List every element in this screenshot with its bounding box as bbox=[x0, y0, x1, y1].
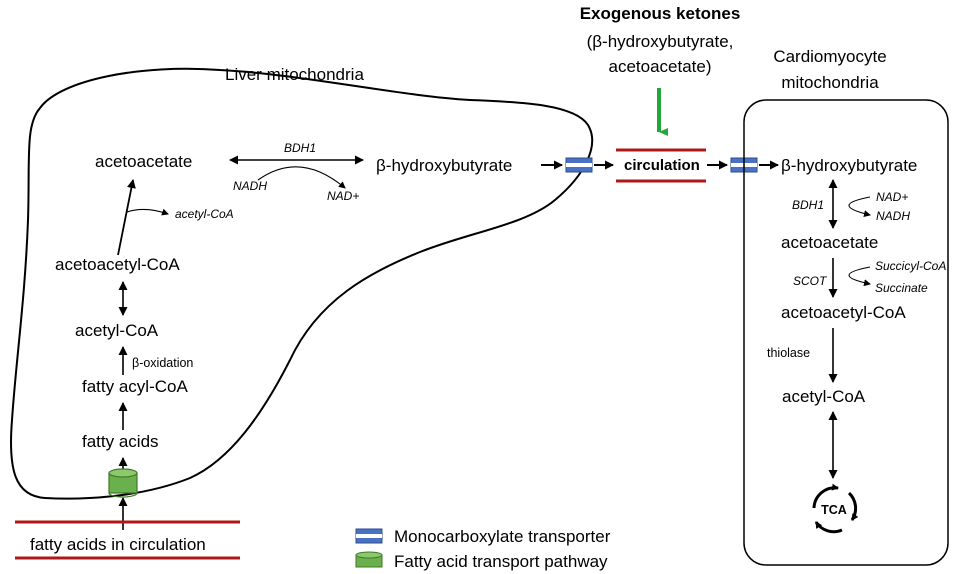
circulation-label: circulation bbox=[624, 157, 700, 174]
liver-fatty-acids: fatty acids bbox=[82, 432, 159, 451]
liver-nadh: NADH bbox=[233, 179, 267, 193]
legend-fatty-swatch bbox=[355, 551, 383, 568]
liver-beta-oxidation: β-oxidation bbox=[132, 356, 193, 370]
liver-nad-plus: NAD+ bbox=[327, 189, 359, 203]
cardio-acetyl-coa: acetyl-CoA bbox=[782, 387, 866, 406]
cardio-acetoacetate: acetoacetate bbox=[781, 233, 878, 252]
exogenous-title: Exogenous ketones bbox=[580, 4, 741, 23]
liver-acetoacetyl-coa: acetoacetyl-CoA bbox=[55, 255, 180, 274]
arrow-acetoacetyl-to-acetoacetate bbox=[117, 179, 136, 256]
liver-acetyl-coa: acetyl-CoA bbox=[75, 321, 159, 340]
exogenous-line1: (β-hydroxybutyrate, bbox=[587, 32, 734, 51]
liver-beta-hydroxybutyrate: β-hydroxybutyrate bbox=[376, 156, 512, 175]
cardio-nad-plus: NAD+ bbox=[876, 190, 908, 204]
cardio-succinate: Succinate bbox=[875, 281, 928, 295]
cardio-succicyl-coa: Succicyl-CoA bbox=[875, 259, 946, 273]
cardio-bdh1: BDH1 bbox=[792, 198, 824, 212]
arrow-release-acetyl-coa bbox=[126, 208, 169, 216]
arrow-nadh-to-nad bbox=[257, 166, 346, 189]
cardio-thiolase: thiolase bbox=[767, 346, 810, 360]
cardio-mitochondria-box bbox=[743, 99, 949, 566]
liver-mitochondria-outline bbox=[9, 67, 594, 500]
cardio-nadh: NADH bbox=[876, 209, 910, 223]
cardio-title-line1: Cardiomyocyte bbox=[773, 47, 886, 66]
arrow-cardio-succicyl-to-succinate bbox=[848, 266, 871, 287]
cardio-beta-hydroxybutyrate: β-hydroxybutyrate bbox=[781, 156, 917, 175]
liver-monocarboxylate-transporter bbox=[565, 157, 593, 173]
fatty-acids-in-circulation: fatty acids in circulation bbox=[30, 535, 206, 554]
liver-acetoacetate: acetoacetate bbox=[95, 152, 192, 171]
arrow-cardio-nad-to-nadh bbox=[848, 196, 871, 218]
cardio-scot: SCOT bbox=[793, 274, 828, 288]
fatty-acid-transporter bbox=[108, 468, 138, 498]
legend-fatty-label: Fatty acid transport pathway bbox=[394, 552, 608, 571]
exogenous-line2: acetoacetate) bbox=[608, 57, 711, 76]
legend-transporter-label: Monocarboxylate transporter bbox=[394, 527, 611, 546]
cardio-acetoacetyl-coa: acetoacetyl-CoA bbox=[781, 303, 906, 322]
cardio-title-line2: mitochondria bbox=[781, 73, 879, 92]
tca-label: TCA bbox=[821, 503, 847, 517]
liver-title: Liver mitochondria bbox=[225, 65, 364, 84]
legend-transporter-swatch bbox=[355, 528, 383, 544]
liver-bdh1: BDH1 bbox=[284, 141, 316, 155]
tca-cycle-icon bbox=[812, 483, 859, 534]
liver-fatty-acyl-coa: fatty acyl-CoA bbox=[82, 377, 188, 396]
liver-acetyl-coa-side: acetyl-CoA bbox=[175, 207, 234, 221]
